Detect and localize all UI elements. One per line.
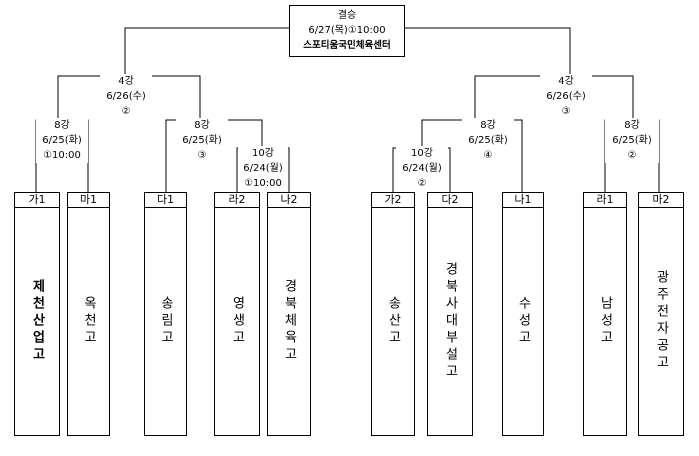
- round-number: ①10:00: [43, 150, 81, 161]
- round-date: 6/25(화): [182, 135, 222, 146]
- round-date: 6/25(화): [42, 135, 82, 146]
- team-seed: 라2: [215, 193, 259, 208]
- team-seed: 나2: [268, 193, 310, 208]
- team-seed: 라1: [584, 193, 626, 208]
- round-number: ②: [121, 106, 131, 117]
- round-number: ②: [417, 178, 427, 189]
- team-name: 남성고: [597, 295, 613, 347]
- team-box: 마1 옥천고: [67, 192, 110, 436]
- semifinal-right-label: 4강 6/26(수) ③: [540, 74, 592, 119]
- round-of-10-b-label: 10강 6/24(월) ②: [396, 146, 448, 191]
- team-box: 라1 남성고: [583, 192, 627, 436]
- round-title: 4강: [118, 76, 134, 87]
- team-name: 광주전자공고: [653, 270, 669, 372]
- team-name: 영생고: [229, 295, 245, 347]
- semifinal-left-label: 4강 6/26(수) ②: [100, 74, 152, 119]
- team-box: 가2 송산고: [371, 192, 415, 436]
- round-title: 8강: [624, 120, 640, 131]
- team-box: 라2 영생고: [214, 192, 260, 436]
- team-box: 마2 광주전자공고: [638, 192, 684, 436]
- final-venue: 스포티움국민체육센터: [303, 40, 391, 51]
- round-title: 10강: [411, 148, 433, 159]
- round-title: 8강: [480, 120, 496, 131]
- round-date: 6/24(월): [243, 163, 283, 174]
- round-number: ④: [483, 150, 493, 161]
- team-seed: 가2: [372, 193, 414, 208]
- team-name: 경북사대부설고: [442, 261, 458, 381]
- final-date: 6/27(목)①10:00: [308, 25, 386, 36]
- team-name: 수성고: [515, 295, 531, 347]
- team-name: 제천산업고: [29, 278, 45, 364]
- round-number: ②: [627, 150, 637, 161]
- final-box: 결승 6/27(목)①10:00 스포티움국민체육센터: [289, 5, 405, 57]
- round-date: 6/26(수): [106, 91, 146, 102]
- team-seed: 다1: [145, 193, 186, 208]
- team-box: 다1 송림고: [144, 192, 187, 436]
- team-seed: 마1: [68, 193, 109, 208]
- team-box: 나2 경북체육고: [267, 192, 311, 436]
- team-name: 송산고: [385, 295, 401, 347]
- team-seed: 마2: [639, 193, 683, 208]
- team-seed: 나1: [503, 193, 543, 208]
- team-box: 가1 제천산업고: [14, 192, 60, 436]
- quarterfinal-2-label: 8강 6/25(화) ③: [176, 118, 228, 163]
- team-seed: 가1: [15, 193, 59, 208]
- team-name: 옥천고: [81, 295, 96, 347]
- round-number: ③: [197, 150, 207, 161]
- round-date: 6/25(화): [612, 135, 652, 146]
- round-date: 6/26(수): [546, 91, 586, 102]
- team-box: 나1 수성고: [502, 192, 544, 436]
- round-title: 8강: [54, 120, 70, 131]
- round-date: 6/25(화): [468, 135, 508, 146]
- quarterfinal-4-label: 8강 6/25(화) ②: [605, 118, 659, 163]
- team-name: 경북체육고: [281, 278, 297, 364]
- round-number: ③: [561, 106, 571, 117]
- quarterfinal-3-label: 8강 6/25(화) ④: [462, 118, 514, 163]
- round-number: ①10:00: [244, 178, 282, 189]
- team-name: 송림고: [158, 295, 173, 347]
- round-title: 8강: [194, 120, 210, 131]
- team-box: 다2 경북사대부설고: [427, 192, 473, 436]
- quarterfinal-1-label: 8강 6/25(화) ①10:00: [36, 118, 88, 163]
- round-title: 4강: [558, 76, 574, 87]
- round-date: 6/24(월): [402, 163, 442, 174]
- team-seed: 다2: [428, 193, 472, 208]
- round-title: 10강: [252, 148, 274, 159]
- round-of-10-a-label: 10강 6/24(월) ①10:00: [238, 146, 288, 191]
- final-title: 결승: [337, 10, 357, 21]
